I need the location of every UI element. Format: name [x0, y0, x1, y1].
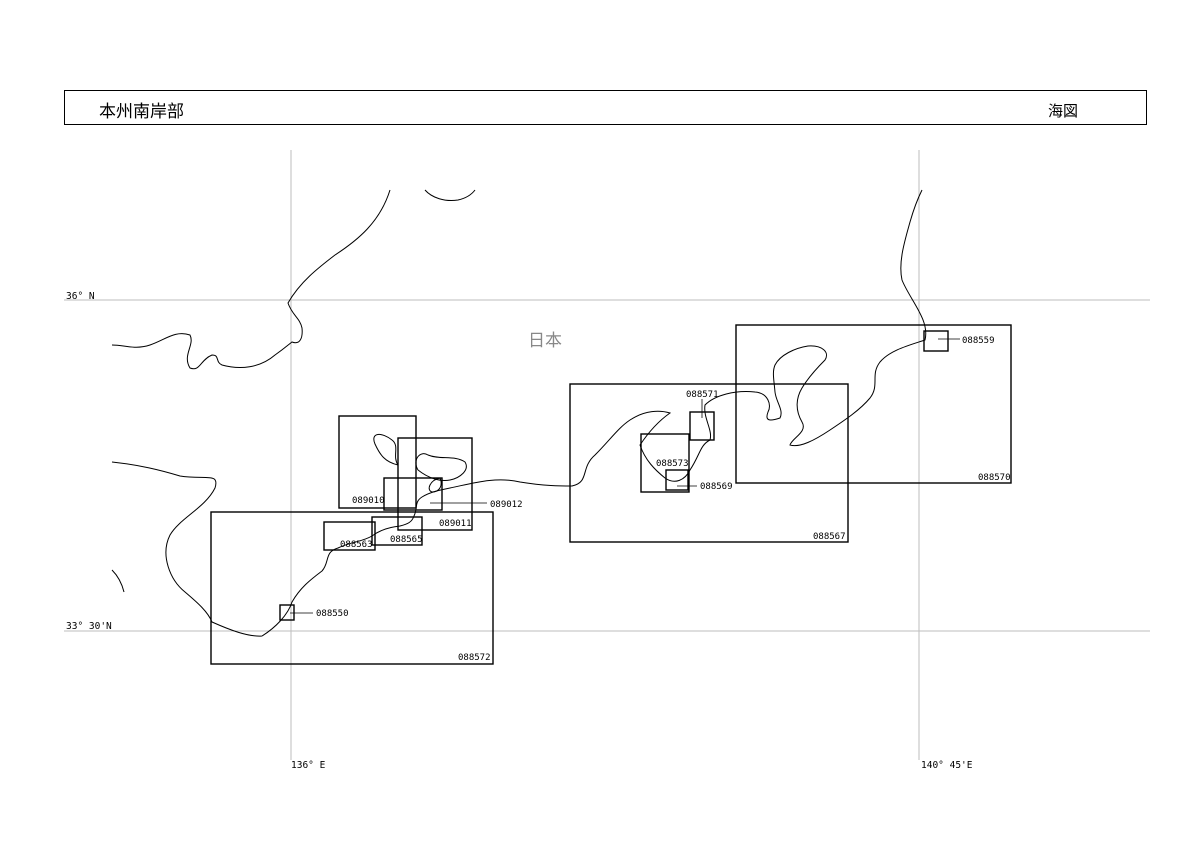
- chart-labels: 088550 088559 088563 088565 088567 08856…: [316, 336, 1011, 663]
- chart-box-088573: [640, 433, 690, 493]
- chart-box-089011: [397, 437, 473, 531]
- chart-box-088570: [735, 324, 1012, 484]
- chart-box-088572: [210, 511, 494, 665]
- chart-box-088563: [323, 521, 376, 551]
- chart-box-088559: [923, 330, 949, 352]
- coastline-ise-bay: [415, 453, 467, 481]
- graticule: [64, 150, 1150, 760]
- lat-label-33-30n: 33° 30'N: [66, 621, 112, 632]
- chart-label-088559: 088559: [962, 336, 995, 346]
- chart-label-088569: 088569: [700, 482, 733, 492]
- lon-label-140-45e: 140° 45'E: [921, 760, 973, 771]
- coastline-islet: [111, 569, 125, 593]
- coastline-osaka-bay: [373, 434, 399, 466]
- lon-label-136e: 136° E: [291, 760, 326, 771]
- chart-box-088567: [569, 383, 849, 543]
- title-bar: 本州南岸部 海図: [64, 90, 1147, 125]
- page-title: 本州南岸部: [99, 102, 184, 122]
- chart-label-088563: 088563: [340, 540, 373, 550]
- coastline-kii: [111, 189, 927, 637]
- region-label: 日本: [528, 331, 562, 351]
- chart-label-089010: 089010: [352, 496, 385, 506]
- chart-box-088569: [665, 469, 689, 491]
- coastline-north-bay: [424, 189, 476, 201]
- chart-box-088565: [371, 516, 423, 546]
- chart-box-089012: [383, 477, 443, 511]
- chart-label-088550: 088550: [316, 609, 349, 619]
- coastline: [111, 189, 927, 637]
- coordinate-labels: 36° N 33° 30'N 136° E 140° 45'E: [66, 291, 973, 771]
- chart-label-088573: 088573: [656, 459, 689, 469]
- chart-label-089011: 089011: [439, 519, 472, 529]
- chart-box-089010: [338, 415, 417, 509]
- chart-label-089012: 089012: [490, 500, 523, 510]
- coastline-shima-peninsula: [428, 477, 442, 493]
- category-label: 海図: [1047, 102, 1078, 120]
- chart-boxes: [210, 324, 1012, 665]
- chart-label-088570: 088570: [978, 473, 1011, 483]
- chart-label-088572: 088572: [458, 653, 491, 663]
- chart-box-088550: [279, 604, 295, 621]
- coastline-north: [111, 189, 391, 370]
- chart-label-088565: 088565: [390, 535, 423, 545]
- chart-label-088567: 088567: [813, 532, 846, 542]
- chart-label-088571: 088571: [686, 390, 719, 400]
- leader-lines: [290, 338, 960, 614]
- lat-label-36n: 36° N: [66, 291, 95, 302]
